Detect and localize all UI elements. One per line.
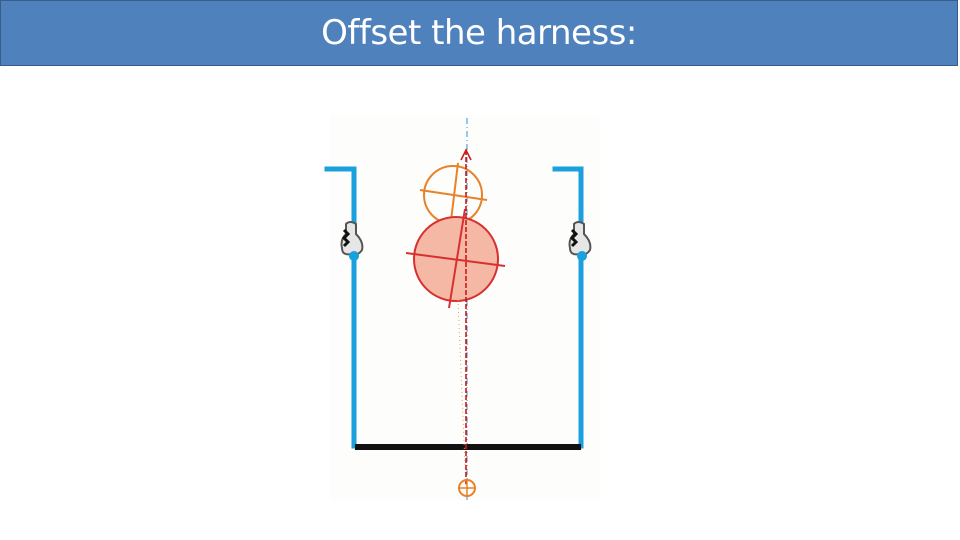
diagram-panel [330,115,600,500]
main-circle [405,208,506,309]
title-bar: Offset the harness: [0,0,958,66]
target-icon [458,479,476,497]
slide-title: Offset the harness: [321,13,637,53]
pulley-icon [340,221,364,261]
right-frame-post [552,166,584,449]
pulley-icon [568,221,592,261]
arrow-up-icon [460,148,472,484]
offset-guide-line [457,299,467,489]
left-frame-post [324,166,357,449]
